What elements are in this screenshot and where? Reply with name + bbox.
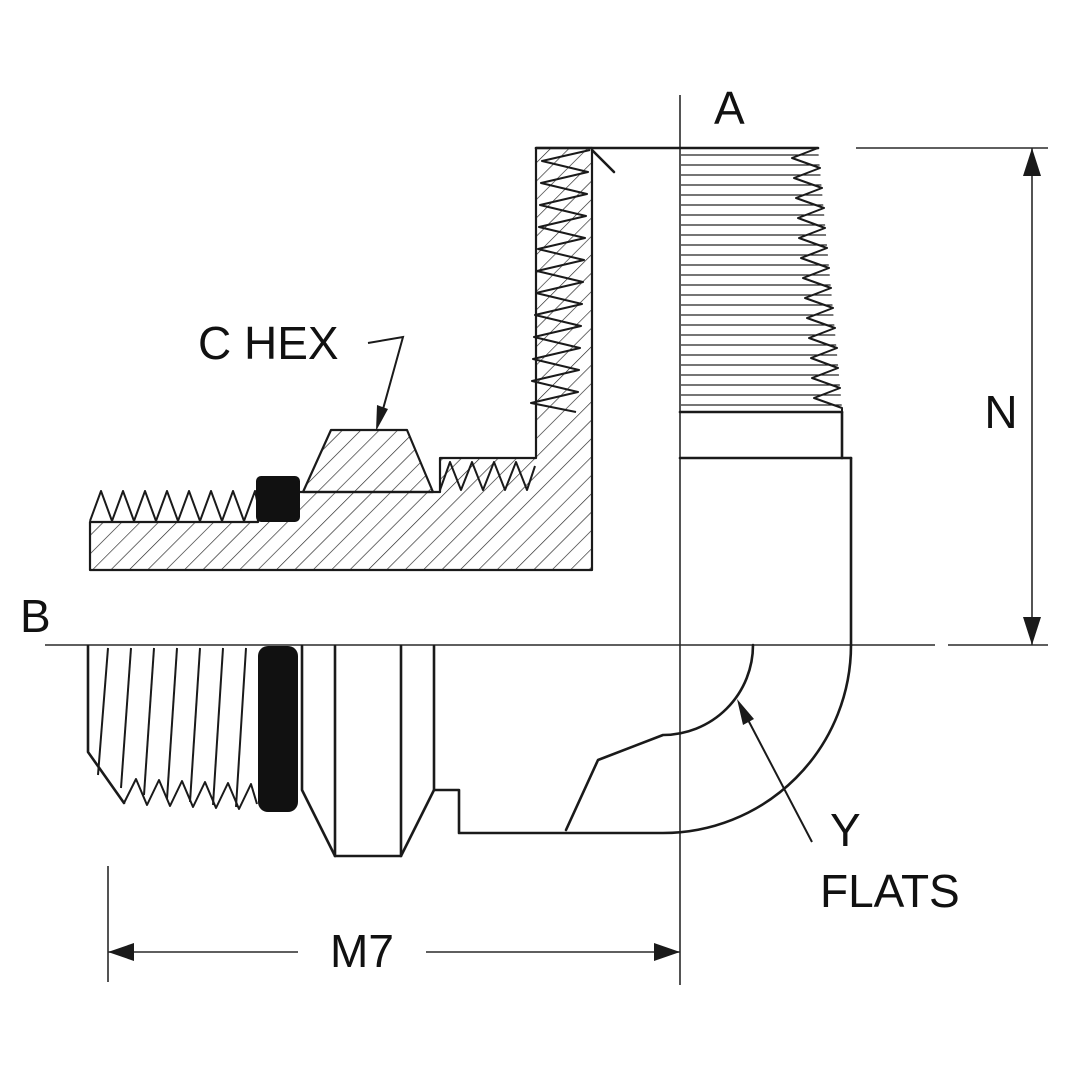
label-dim-n: N bbox=[984, 386, 1017, 438]
n-arrow-down-icon bbox=[1023, 617, 1041, 645]
callout-c-hex: C HEX bbox=[198, 317, 405, 431]
hex-section-block bbox=[301, 428, 435, 494]
label-flats: FLATS bbox=[820, 865, 960, 917]
left-port-exterior bbox=[86, 644, 436, 858]
dimension-n: N bbox=[856, 147, 1048, 646]
thread-profile-zigzag bbox=[791, 147, 843, 412]
label-y: Y bbox=[830, 804, 861, 856]
left-port-thread-crests bbox=[97, 647, 247, 808]
c-hex-leader-line bbox=[367, 335, 405, 421]
label-port-a: A bbox=[714, 82, 745, 134]
oring-external bbox=[258, 646, 298, 812]
label-port-b: B bbox=[20, 590, 51, 642]
left-port-section-thread-teeth bbox=[89, 490, 259, 522]
top-bore-chamfer bbox=[590, 148, 616, 174]
oring-section bbox=[256, 476, 300, 522]
centerlines bbox=[45, 95, 935, 985]
body-section-hatch bbox=[88, 146, 594, 572]
n-arrow-up-icon bbox=[1023, 148, 1041, 176]
sectioned-body bbox=[88, 146, 616, 572]
label-c-hex: C HEX bbox=[198, 317, 339, 369]
left-port-thread-zigzag bbox=[123, 778, 258, 810]
m7-arrow-left-icon bbox=[108, 943, 134, 961]
axis-labels: A B bbox=[20, 82, 745, 642]
callout-y-flats: Y FLATS bbox=[737, 699, 960, 917]
top-port-section-thread-teeth bbox=[530, 149, 591, 413]
step-block-thread-teeth bbox=[439, 461, 536, 491]
c-hex-arrow-icon bbox=[376, 405, 388, 431]
elbow-inner-curve-flats bbox=[564, 643, 755, 832]
dimension-m7: M7 bbox=[107, 866, 680, 982]
top-port-external-threads bbox=[534, 146, 844, 460]
thread-crest-lines bbox=[681, 148, 842, 412]
left-port-end-chamfer bbox=[86, 644, 126, 805]
label-dim-m7: M7 bbox=[330, 925, 394, 977]
y-flats-leader-line bbox=[745, 715, 813, 843]
m7-arrow-right-icon bbox=[654, 943, 680, 961]
hex-nut-outline bbox=[300, 644, 436, 858]
y-flats-arrow-icon bbox=[737, 699, 754, 725]
elbow-outer-curve bbox=[432, 643, 853, 835]
